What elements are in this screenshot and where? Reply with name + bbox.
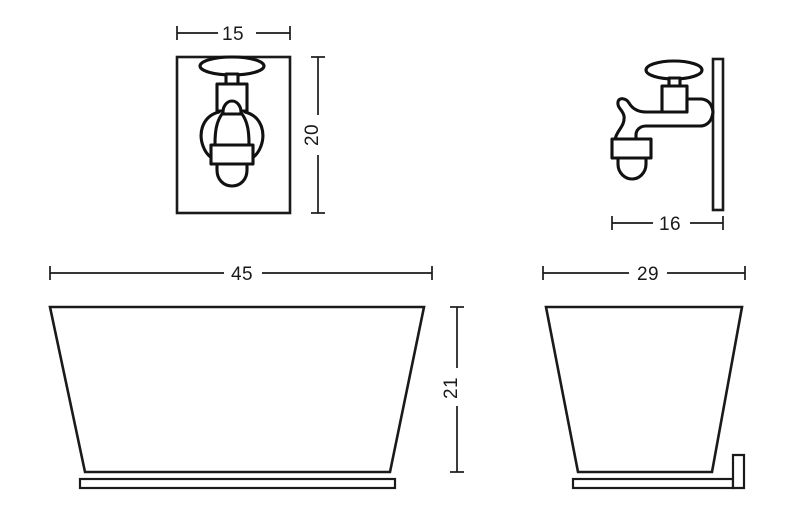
dimension-faucet-depth: 16 <box>611 214 724 235</box>
view-basin-side <box>544 305 746 490</box>
dim-29-label: 29 <box>637 264 659 285</box>
faucet-front-aerator-collar <box>209 143 255 166</box>
faucet-side-nozzle-tip <box>616 156 648 181</box>
view-faucet-side <box>610 57 725 212</box>
faucet-side-wall-plate <box>711 57 725 212</box>
faucet-side-aerator-collar <box>610 137 653 160</box>
dim-20-label: 20 <box>302 124 323 146</box>
faucet-side-bonnet <box>660 84 689 114</box>
view-basin-front <box>48 305 426 490</box>
dim-45-label: 45 <box>231 264 253 285</box>
dimension-basin-width: 45 <box>49 264 433 285</box>
faucet-front-nozzle-tip <box>215 162 249 188</box>
faucet-side-handle-icon <box>644 59 704 81</box>
basin-front-bowl <box>48 305 426 474</box>
faucet-front-handle-icon <box>198 55 266 77</box>
basin-front-base-plate <box>78 477 397 490</box>
dimension-basin-height: 21 <box>441 306 464 473</box>
basin-side-base-plate <box>571 477 735 490</box>
dimension-basin-depth: 29 <box>542 264 746 285</box>
basin-side-bracket <box>731 453 746 490</box>
faucet-side-wall-flange <box>698 97 715 128</box>
dimension-faucet-width: 15 <box>176 24 291 45</box>
dim-16-label: 16 <box>659 214 681 235</box>
dimension-faucet-height: 20 <box>302 56 325 214</box>
dim-15-label: 15 <box>222 24 244 45</box>
dim-21-label: 21 <box>441 377 462 399</box>
view-faucet-front <box>175 55 292 215</box>
basin-side-bowl <box>544 305 744 474</box>
